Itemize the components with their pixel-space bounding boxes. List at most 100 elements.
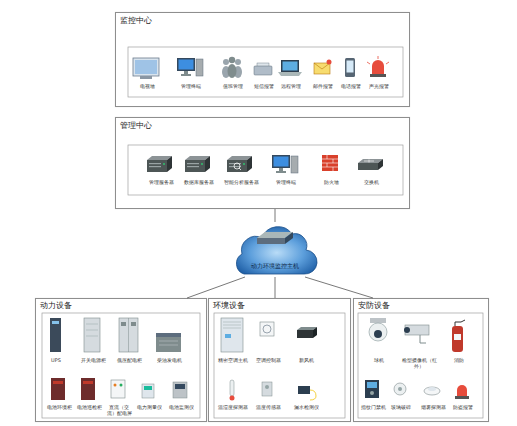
glass-break-icon (398, 387, 402, 391)
device-label: 直流（交流）配电屏 (105, 405, 133, 416)
battery-cabinet-icon (81, 378, 95, 400)
air-conditioner-icon (223, 322, 241, 328)
server-icon (147, 156, 172, 172)
firewall-icon (322, 155, 338, 171)
device-label: 新风机 (290, 358, 322, 364)
sms-device-icon (254, 66, 272, 75)
people-icon (235, 59, 241, 65)
cabinet-icon (84, 318, 100, 352)
device-label: 消防 (444, 358, 474, 364)
server-icon (185, 156, 210, 172)
fan-unit-icon (313, 327, 317, 338)
meter-icon (142, 384, 154, 398)
cabinet-icon (131, 322, 136, 326)
extinguisher-icon (454, 334, 461, 340)
device-label: 电力测量仪 (135, 405, 163, 411)
generator-icon (159, 341, 178, 345)
device-label: 管理服务器 (143, 180, 179, 186)
controller-icon (260, 322, 274, 336)
mail-icon (314, 63, 330, 69)
device-label: UPS (41, 358, 71, 364)
device-label: 电话报警 (337, 84, 365, 90)
phone-icon (347, 61, 354, 73)
panel-icon (111, 380, 125, 398)
device-label: 烟雾探测器 (419, 405, 447, 411)
generator-icon (156, 333, 181, 352)
device-label: 数据库服务器 (180, 180, 218, 186)
device-label: 球机 (364, 358, 394, 364)
cabinet-icon (121, 322, 126, 326)
switch-icon (364, 160, 374, 163)
switch-icon (358, 159, 383, 170)
host-device-icon (257, 238, 285, 244)
thermometer-icon (230, 380, 235, 401)
device-label: 低压配电柜 (113, 358, 145, 364)
device-label: 空调控制器 (252, 358, 284, 364)
device-label: 声光报警 (365, 84, 393, 90)
phone-icon (345, 58, 355, 77)
tv-wall-icon (135, 60, 157, 74)
battery-cabinet-icon (51, 378, 65, 400)
device-label: 电池环境柜 (45, 405, 73, 411)
terminal-icon (272, 155, 298, 173)
device-label: 值班管理 (219, 84, 247, 90)
tv-wall-icon (133, 58, 159, 79)
fan-unit-icon (297, 330, 313, 338)
inner-frame (128, 47, 403, 97)
cabinet-icon (128, 318, 129, 352)
device-label: 智能分析服务器 (221, 180, 261, 186)
inner-frame (214, 313, 345, 418)
siren-icon (370, 74, 386, 77)
panel-icon (114, 384, 117, 387)
mail-icon (314, 60, 332, 75)
connector-line (275, 277, 276, 298)
dome-camera-icon (370, 318, 386, 323)
people-icon (223, 59, 229, 65)
panel-title: 管理中心 (120, 122, 152, 131)
group-panel: 监控中心电视墙管理终端值班管理短信报警远程管理邮件报警电话报警声光报警 (115, 12, 410, 107)
mail-icon (314, 63, 330, 74)
firewall-icon (322, 155, 338, 171)
terminal-icon (177, 58, 203, 76)
leak-detector-icon (298, 386, 316, 400)
device-label: 精密空调主机 (216, 358, 250, 364)
inspector-icon (175, 384, 185, 389)
device-label: 电视墙 (133, 84, 161, 90)
dome-camera-icon (369, 323, 387, 341)
laptop-icon (278, 72, 302, 76)
device-label: 电池监测仪 (167, 405, 195, 411)
siren-icon (367, 56, 389, 64)
device-label: 防盗报警 (449, 405, 477, 411)
sensor-icon (262, 382, 272, 396)
access-control-icon (365, 380, 379, 398)
siren-icon (455, 396, 469, 399)
switch-icon (378, 159, 383, 170)
leak-detector-icon (310, 390, 316, 400)
extinguisher-icon (455, 320, 465, 326)
controller-icon (260, 322, 274, 336)
terminal-icon (177, 58, 203, 76)
device-label: 玻璃破碎 (387, 405, 415, 411)
cabinet-icon (119, 318, 138, 352)
host-device-icon (257, 232, 293, 238)
people-icon (234, 66, 242, 78)
device-label: 邮件报警 (309, 84, 337, 90)
group-panel: 环境设备精密空调主机空调控制器新风机温湿度探测器温度传感器漏水检测仪 (208, 298, 351, 422)
sensor-icon (262, 382, 272, 396)
connector-line (275, 209, 276, 222)
bullet-camera-icon (404, 327, 410, 333)
ups-icon (50, 318, 61, 352)
connector-line (305, 277, 373, 298)
host-device-icon (285, 232, 293, 244)
access-control-icon (365, 380, 379, 398)
laptop-icon (278, 60, 302, 76)
laptop-icon (283, 62, 298, 71)
fan-unit-icon (297, 327, 317, 330)
firewall-icon (322, 155, 338, 171)
device-label: 短信报警 (251, 84, 277, 90)
server-icon (227, 156, 252, 172)
device-label: 防火墙 (316, 180, 346, 186)
sensor-icon (265, 385, 269, 389)
inspector-icon (173, 382, 187, 398)
